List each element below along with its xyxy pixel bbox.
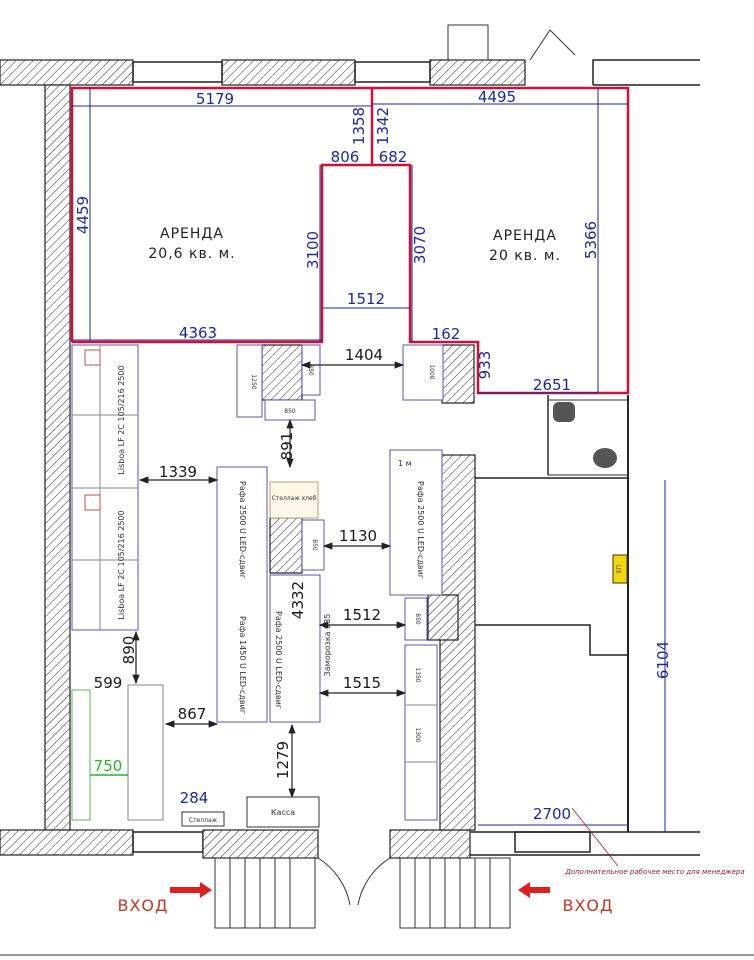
dimension-label: 891 [278,432,296,461]
checkout-label: Касса [271,808,295,817]
dimension-label: 4332 [289,581,307,619]
dimension-label: 4459 [74,196,92,234]
bread-shelf-label: Стеллаж хлеб [272,495,317,502]
window [132,61,223,83]
island-label: Рафа 2500 U LED-сдвиг [416,481,425,579]
dimension-label: 6104 [654,641,672,679]
dimension-label: 5179 [196,90,234,108]
island-label: Рафа 1450 U LED-сдвиг [238,616,247,714]
island-label: Рафа 2500 U LED-сдвиг [274,611,283,709]
dimension-label: 1342 [374,107,392,145]
fixtures: Lisboa LF 2C 105/216 2500 Lisboa LF 2C 1… [71,344,628,828]
dimension-label: 1130 [339,527,377,545]
dimension-label: 933 [476,351,494,380]
entry-arrow-icon [170,882,212,898]
dimension-label: 1512 [347,290,385,308]
island-label: Рафа 2500 U LED-сдвиг [238,481,247,579]
size-label: 850 [284,408,296,415]
dimension-label: 1512 [343,606,381,624]
shelf-label: Стеллаж [189,817,218,824]
dimension-label: 867 [178,705,207,723]
size-label: 850 [307,364,314,376]
dimension-label: 806 [331,148,360,166]
dimension-label: 284 [180,789,209,807]
wall-case-label: Lisboa LF 2C 105/216 2500 [117,510,126,619]
toilet-icon [593,448,617,468]
size-label: 1350 [414,667,421,682]
dimension-label: 5366 [582,221,600,259]
dimension-label: 682 [379,148,408,166]
sink-icon [553,402,575,422]
dimension-label: 1358 [350,107,368,145]
dimension-label: 890 [120,636,138,665]
size-label: 1 м [398,459,412,468]
entrance-label: ВХОД [117,896,168,915]
dimension-label: 2700 [533,805,571,823]
dimension-label: 162 [432,325,461,343]
dimension-label: 1279 [274,741,292,779]
dimension-label: 3070 [411,226,429,264]
size-label: 1250 [250,374,257,389]
dimension-label: 3100 [304,231,322,269]
entrance-label: ВХОД [562,896,613,915]
size-label: 850 [311,539,318,551]
size-label: 1300 [414,727,421,742]
room-title: АРЕНДА [160,226,224,242]
entry-arrow-icon [518,882,550,898]
panel-label: ЕП [616,565,623,573]
electrical-panel [612,554,628,584]
dimension-label: 750 [94,757,123,775]
dimension-label: 1404 [345,346,383,364]
dimensions: 5179 4495 4459 3100 3070 5366 1512 4363 … [74,88,672,823]
rent-outline [70,86,630,395]
dimension-label: 599 [94,674,123,692]
freezer-label: Заморозка 935 [323,614,332,677]
dimension-label: 1515 [343,674,381,692]
room-area: 20 кв. м. [489,248,561,264]
room-area: 20,6 кв. м. [148,246,235,262]
room-title: АРЕНДА [493,228,557,244]
wc-block [547,399,629,476]
window [354,61,431,83]
dimension-label: 4363 [179,324,217,342]
size-label: 850 [414,613,421,625]
extra-workplace-note: Дополнительное рабочее место для менедже… [564,868,744,876]
dimension-label: 4495 [478,88,516,106]
dimension-label: 2651 [533,376,571,394]
walls [0,24,754,956]
dimension-label: 1339 [159,463,197,481]
size-label: 1000 [428,364,435,379]
wall-case-label: Lisboa LF 2C 105/216 2500 [117,365,126,474]
